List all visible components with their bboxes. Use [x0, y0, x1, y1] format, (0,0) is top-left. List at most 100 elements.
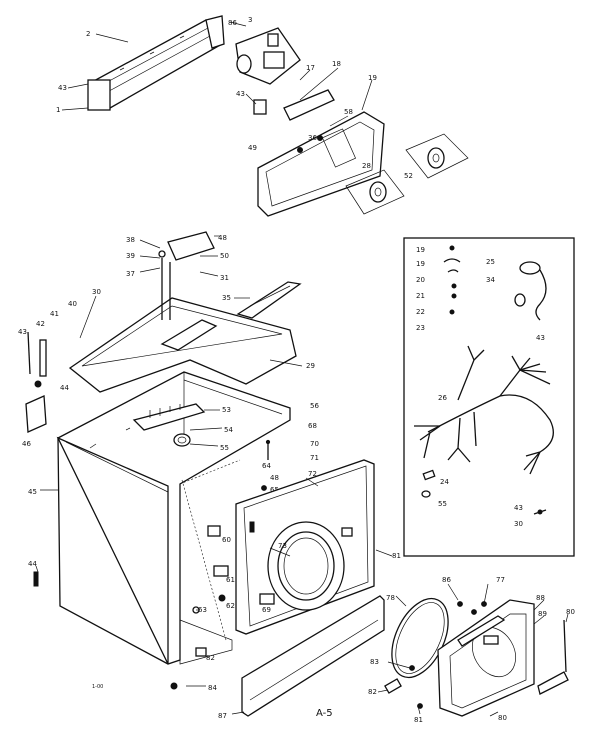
label-77: 77	[496, 576, 505, 584]
hinge-bracket	[39, 339, 47, 377]
label-56: 56	[310, 402, 319, 410]
thermostat	[173, 433, 191, 447]
door-opening	[267, 521, 345, 611]
label-38: 38	[126, 236, 135, 244]
front-group: 73 72 56 68 70 71 69 81 78 86 77 88 89 8…	[218, 402, 575, 724]
timer-body	[263, 51, 285, 69]
dryer-door	[437, 599, 535, 717]
label-19: 19	[368, 74, 377, 82]
label-53: 53	[222, 406, 231, 414]
label-h19: 19	[416, 246, 425, 254]
label-29: 29	[306, 362, 315, 370]
console-group: 2 86 3 43 1 43 17 18 19 58 36 49 28 52	[56, 15, 469, 217]
label-78: 78	[386, 594, 395, 602]
label-h25: 25	[486, 258, 495, 266]
console-end-cap	[87, 79, 111, 111]
label-80-right: 80	[566, 608, 575, 616]
label-h22: 22	[416, 308, 425, 316]
label-70: 70	[310, 440, 319, 448]
label-37: 37	[126, 270, 135, 278]
main-harness	[427, 394, 554, 453]
label-18: 18	[332, 60, 341, 68]
label-89: 89	[538, 610, 547, 618]
label-80-door: 80	[498, 714, 507, 722]
figure-caption: A-5	[316, 708, 333, 719]
cabinet-group: 53 54 55 45 44 64 48 65 67 66 60 61 62 6…	[28, 371, 291, 692]
label-28: 28	[362, 162, 371, 170]
label-65: 65	[270, 486, 279, 494]
top-bracket	[167, 231, 215, 261]
label-31: 31	[220, 274, 229, 282]
label-64: 64	[262, 462, 271, 470]
label-h20: 20	[416, 276, 425, 284]
label-71: 71	[310, 454, 319, 462]
label-17: 17	[306, 64, 315, 72]
lid-opening	[160, 319, 218, 351]
label-h34: 34	[486, 276, 495, 284]
door-strike	[537, 671, 569, 695]
control-panel	[257, 111, 385, 217]
label-42: 42	[36, 320, 45, 328]
label-62: 62	[226, 602, 235, 610]
label-82-lower: 82	[206, 654, 215, 662]
label-40: 40	[68, 300, 77, 308]
label-h24: 24	[440, 478, 449, 486]
label-45-side: 45	[28, 488, 37, 496]
label-43-top: 43	[58, 84, 67, 92]
label-81-front: 81	[392, 552, 401, 560]
top-cover-group: 38 39 37 48 50 31 35 29 30 43 41 42 40 4…	[18, 231, 315, 448]
label-41: 41	[50, 310, 59, 318]
label-48: 48	[218, 234, 227, 242]
switch	[253, 99, 267, 115]
label-h55: 55	[438, 500, 447, 508]
heater-assembly	[132, 403, 206, 431]
label-82-door: 82	[368, 688, 377, 696]
label-43-switch: 43	[236, 90, 245, 98]
door-latch	[384, 678, 402, 694]
label-44-side: 44	[28, 560, 37, 568]
label-69: 69	[262, 606, 271, 614]
label-30: 30	[92, 288, 101, 296]
label-50: 50	[220, 252, 229, 260]
label-86-door: 86	[442, 576, 451, 584]
label-43-left: 43	[18, 328, 27, 336]
label-63: 63	[198, 606, 207, 614]
label-61: 61	[226, 576, 235, 584]
label-h19b: 19	[416, 260, 425, 268]
label-55: 55	[220, 444, 229, 452]
harness-inset: 19 19 20 21 22 23 25 34 43 26 24 55 43 3…	[403, 237, 575, 557]
label-54: 54	[224, 426, 233, 434]
label-81-door: 81	[414, 716, 423, 724]
knob-box-1	[405, 133, 469, 179]
label-3: 3	[248, 16, 252, 24]
label-83: 83	[370, 658, 379, 666]
label-h43: 43	[536, 334, 545, 342]
label-h21: 21	[416, 292, 425, 300]
label-49: 49	[248, 144, 257, 152]
label-39: 39	[126, 252, 135, 260]
switch-knob	[236, 54, 252, 74]
control-knob-2	[369, 181, 387, 203]
label-44: 44	[60, 384, 69, 392]
label-73: 73	[278, 542, 287, 550]
knob-box-2	[345, 169, 405, 215]
label-2: 2	[86, 30, 90, 38]
label-48-right: 48	[270, 474, 279, 482]
label-87: 87	[218, 712, 227, 720]
label-1: 1	[56, 106, 60, 114]
label-52: 52	[404, 172, 413, 180]
label-46: 46	[22, 440, 31, 448]
label-36: 36	[308, 134, 317, 142]
control-knob	[427, 147, 445, 169]
label-h30: 30	[514, 520, 523, 528]
label-58: 58	[344, 108, 353, 116]
label-86-top: 86	[228, 19, 237, 27]
bracket	[283, 89, 335, 121]
power-cord	[519, 261, 541, 275]
inset-frame	[403, 237, 575, 557]
label-h26: 26	[438, 394, 447, 402]
label-h23: 23	[416, 324, 425, 332]
label-84: 84	[208, 684, 217, 692]
